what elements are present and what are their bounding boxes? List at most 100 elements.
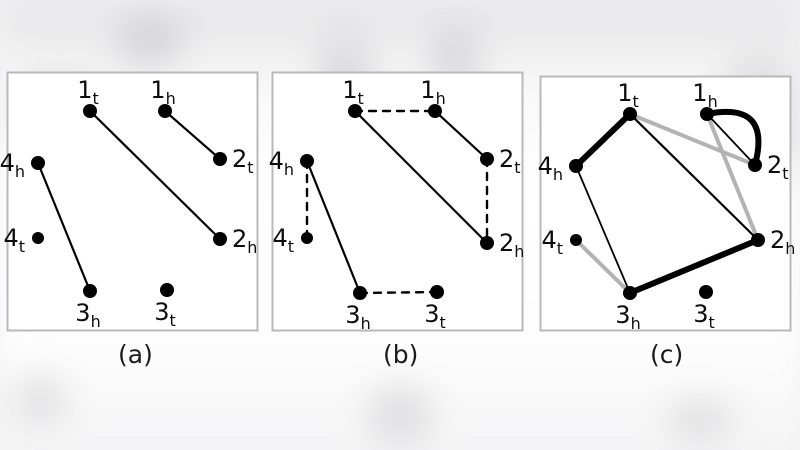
node-label-num-c-2t: 2	[767, 151, 782, 179]
node-b-4h: 4h	[269, 147, 314, 179]
node-label-c-2t: 2t	[767, 151, 789, 183]
node-label-sub-c-4h: h	[553, 165, 563, 184]
node-label-b-3t: 3t	[424, 300, 446, 332]
node-a-2t: 2t	[213, 145, 254, 177]
node-label-a-4h: 4h	[0, 149, 25, 181]
edge-c-1t-2h	[628, 112, 760, 242]
edge-c-1t-4h	[573, 111, 633, 169]
node-dot-a-2h	[213, 232, 227, 246]
node-dot-b-4h	[300, 154, 314, 168]
edge-a-4h-3h	[36, 161, 92, 293]
node-dot-c-3t	[699, 285, 713, 299]
node-dot-b-2h	[480, 236, 494, 250]
node-label-num-a-3t: 3	[154, 298, 169, 326]
node-label-num-c-3t: 3	[693, 300, 708, 328]
node-label-b-1h: 1h	[420, 76, 445, 108]
node-label-sub-a-2t: t	[247, 158, 253, 177]
node-c-4t: 4t	[541, 226, 582, 258]
node-dot-b-3h	[353, 286, 367, 300]
node-dot-a-3h	[83, 284, 97, 298]
node-dot-c-4h	[569, 159, 583, 173]
edge-b-1t-2h	[353, 109, 489, 245]
node-dot-b-1h	[428, 104, 442, 118]
edge-b-4h-3h	[305, 159, 362, 295]
node-label-sub-b-2h: h	[514, 242, 524, 261]
node-label-sub-a-2h: h	[247, 238, 257, 257]
node-label-sub-c-2t: t	[782, 164, 788, 183]
node-c-3t: 3t	[693, 285, 715, 332]
node-c-1t: 1t	[617, 79, 639, 121]
node-dot-b-2t	[480, 152, 494, 166]
node-label-num-c-4h: 4	[538, 152, 553, 180]
node-label-num-b-3t: 3	[424, 300, 439, 328]
edge-b-1h-2t	[433, 109, 489, 161]
node-label-num-a-1h: 1	[150, 76, 165, 104]
panel-caption-b: (b)	[383, 340, 419, 369]
node-label-c-3h: 3h	[615, 301, 640, 333]
node-label-sub-a-1t: t	[93, 89, 99, 108]
node-label-b-2h: 2h	[499, 229, 524, 261]
node-label-b-2t: 2t	[499, 145, 521, 177]
node-dot-a-4t	[32, 232, 44, 244]
node-c-1h: 1h	[692, 79, 718, 121]
node-label-sub-a-1h: h	[166, 89, 176, 108]
node-label-sub-b-2t: t	[514, 158, 520, 177]
node-label-num-b-1h: 1	[420, 76, 435, 104]
node-a-1t: 1t	[77, 76, 99, 118]
edge-c-1h-2t-arc	[704, 108, 762, 168]
node-a-1h: 1h	[150, 76, 176, 118]
node-label-num-a-4t: 4	[3, 224, 18, 252]
node-label-a-4t: 4t	[3, 224, 25, 256]
node-dot-c-1t	[623, 107, 637, 121]
node-label-a-3t: 3t	[154, 298, 176, 330]
node-dot-b-4t	[301, 232, 313, 244]
panel-caption-a: (a)	[118, 340, 153, 369]
node-label-c-1t: 1t	[617, 79, 639, 111]
node-label-num-b-3h: 3	[345, 301, 360, 329]
node-label-a-2h: 2h	[232, 225, 257, 257]
node-dot-a-2t	[213, 152, 227, 166]
node-label-num-a-4h: 4	[0, 149, 15, 177]
node-a-4h: 4h	[0, 149, 45, 181]
node-label-num-b-2t: 2	[499, 145, 514, 173]
node-dot-b-1t	[348, 104, 362, 118]
node-label-sub-a-3h: h	[91, 312, 101, 331]
edge-c-1h-2t	[706, 113, 756, 166]
node-c-2h: 2h	[751, 226, 795, 258]
node-label-sub-c-4t: t	[557, 239, 563, 258]
edge-c-4t-3h	[574, 238, 632, 295]
node-label-num-c-2h: 2	[770, 226, 785, 254]
panel-frame-a	[6, 71, 259, 332]
node-label-sub-b-4t: t	[288, 237, 294, 256]
node-dot-c-3h	[623, 286, 637, 300]
node-label-sub-b-3h: h	[361, 314, 371, 333]
node-label-num-b-4h: 4	[269, 147, 284, 175]
node-dot-b-3t	[430, 285, 444, 299]
node-label-b-4h: 4h	[269, 147, 294, 179]
node-label-num-b-2h: 2	[499, 229, 514, 257]
node-label-num-b-4t: 4	[272, 224, 287, 252]
node-label-sub-b-3t: t	[440, 313, 446, 332]
node-b-2h: 2h	[480, 229, 524, 261]
node-label-sub-b-1h: h	[436, 89, 446, 108]
node-b-1t: 1t	[342, 76, 364, 118]
node-dot-c-1h	[700, 107, 714, 121]
node-c-4h: 4h	[538, 152, 583, 184]
node-label-sub-c-3h: h	[631, 314, 641, 333]
node-label-b-1t: 1t	[342, 76, 364, 108]
node-label-num-a-3h: 3	[75, 299, 90, 327]
node-label-num-c-3h: 3	[615, 301, 630, 329]
node-b-3h: 3h	[345, 286, 371, 333]
node-c-2t: 2t	[748, 151, 789, 183]
node-dot-a-1h	[158, 104, 172, 118]
node-label-sub-c-1t: t	[633, 92, 639, 111]
panel-caption-c: (c)	[650, 340, 684, 369]
node-label-sub-b-1t: t	[358, 89, 364, 108]
node-label-sub-c-2h: h	[785, 239, 795, 258]
node-dot-c-2t	[748, 158, 762, 172]
node-a-3t: 3t	[154, 283, 176, 330]
node-label-sub-a-4t: t	[19, 237, 25, 256]
